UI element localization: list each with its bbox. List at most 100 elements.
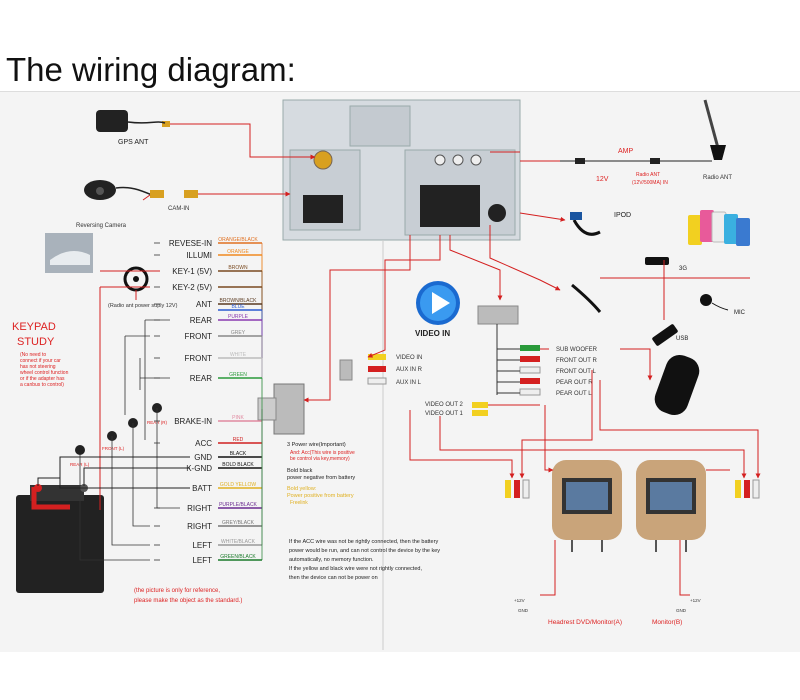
- aux-l-label: AUX IN L: [396, 380, 422, 386]
- wire-color-label: ORANGE: [227, 249, 249, 255]
- gnd-b-label: GND: [676, 608, 687, 613]
- wire-color-label: GREEN: [229, 372, 247, 378]
- wire-color-label: BROWN/BLACK: [220, 298, 258, 304]
- wire-name-label: REAR: [190, 374, 212, 383]
- amp-label: AMP: [618, 148, 634, 155]
- aux-rca-jacks-icon: [339, 354, 387, 385]
- wire-color-label: BLACK: [230, 451, 247, 457]
- video-out-2-label: VIDEO OUT 2: [425, 402, 464, 408]
- wire-color-label: ORANGE/BLACK: [218, 237, 258, 243]
- wire-color-label: GREEN/BLACK: [220, 554, 256, 560]
- mic-label: MIC: [734, 310, 746, 316]
- front-out-r-label: FRONT OUT R: [556, 358, 597, 364]
- wire-color-label: BLUE: [231, 304, 245, 310]
- wire-color-label: PURPLE/BLACK: [219, 502, 257, 508]
- gps-ant-label: GPS ANT: [118, 139, 149, 146]
- wire-name-label: K-GND: [186, 464, 212, 473]
- radio-antenna-socket-icon: [313, 150, 333, 170]
- wire-color-label: PURPLE: [228, 314, 249, 320]
- rca-outputs-icon: [477, 305, 541, 396]
- wire-name-label: BRAKE-IN: [174, 417, 212, 426]
- wire-name-label: RIGHT: [187, 522, 212, 531]
- plus-12v-a-label: +12V: [514, 598, 525, 603]
- keypad-wire-lines: [99, 270, 160, 510]
- wire-color-label: GOLD YELLOW: [220, 482, 257, 488]
- picture-note: (the picture is only for reference, plea…: [134, 588, 242, 604]
- acc-note-1: And: Acc(This wire is positive: [290, 450, 355, 456]
- subwoofer-icon: [654, 354, 700, 416]
- bold-black-note-2: power negative from battery: [287, 475, 355, 481]
- front-out-l-label: FRONT OUT L: [556, 369, 596, 375]
- usb-label: USB: [676, 336, 688, 342]
- wire-harness-connector-icon: [257, 383, 305, 435]
- ipod-cable-icon: [570, 212, 601, 236]
- wire-name-label: GND: [194, 453, 212, 462]
- monitor-rca-jacks-icon: [505, 479, 760, 499]
- front-l-small-label: FRONT (L): [102, 446, 125, 451]
- battery-wire-lines: [37, 456, 190, 489]
- connection-lines: [142, 123, 761, 596]
- ipod-devices-icon: [688, 210, 750, 246]
- power-wire-note: 3 Power wire(Important): [287, 442, 346, 448]
- battery-icon: [16, 484, 104, 593]
- head-unit-back-panel: [282, 99, 521, 241]
- headrest-monitor-b-icon: [636, 460, 706, 552]
- usb-socket-icon: [488, 204, 506, 222]
- 3g-label: 3G: [679, 266, 687, 272]
- usb-cable-icon: [571, 283, 602, 313]
- wire-name-label: REAR: [190, 316, 212, 325]
- wire-name-label: ANT: [196, 300, 212, 309]
- sub-woofer-label: SUB WOOFER: [556, 347, 598, 353]
- wire-name-label: ACC: [195, 439, 212, 448]
- gps-antenna-icon: [96, 110, 170, 132]
- 12v-label: 12V: [596, 176, 609, 183]
- study-label: STUDY: [17, 336, 55, 348]
- radio-antenna-icon: [703, 99, 726, 160]
- usb-stick-icon: [652, 324, 678, 346]
- radio-ant-label: Radio ANT: [703, 175, 732, 181]
- video-out-jacks-icon: [472, 402, 488, 416]
- bold-yellow-note-3: Freelink: [290, 500, 308, 506]
- wire-name-label: ILLUMI: [186, 251, 212, 260]
- ipod-label: IPOD: [614, 212, 631, 219]
- bold-yellow-note-1: Bold yellow:: [287, 486, 317, 492]
- wire-name-label: FRONT: [184, 354, 212, 363]
- aux-harness-socket-icon: [420, 185, 480, 227]
- pear-out-r-label: PEAR OUT R: [556, 380, 593, 386]
- wire-color-label: BOLD BLACK: [222, 462, 254, 468]
- main-harness-socket-icon: [303, 195, 343, 223]
- video-in-jack-label: VIDEO IN: [396, 355, 422, 361]
- wire-name-label: KEY-2 (5V): [172, 283, 212, 292]
- wire-name-label: BATT: [192, 484, 212, 493]
- video-out-1-label: VIDEO OUT 1: [425, 411, 464, 417]
- wire-color-label: WHITE: [230, 352, 247, 358]
- headrest-a-label: Headrest DVD/Monitor(A): [548, 619, 622, 626]
- video-play-icon: [416, 281, 460, 325]
- keypad-note: (No need to connect if your car has not …: [20, 352, 70, 388]
- wire-color-label: GREY/BLACK: [222, 520, 255, 526]
- acc-note-2: be control via key,memory): [290, 456, 350, 462]
- car-photo: [45, 233, 93, 273]
- 3g-dongle-icon: [645, 257, 669, 265]
- monitor-b-label: Monitor(B): [652, 619, 682, 626]
- wire-name-label: RIGHT: [187, 504, 212, 513]
- aux-r-label: AUX IN R: [396, 367, 423, 373]
- wire-color-label: PINK: [232, 415, 244, 421]
- gnd-a-label: GND: [518, 608, 529, 613]
- wire-color-label: WHITE/BLACK: [221, 539, 256, 545]
- page-title: The wiring diagram:: [6, 51, 296, 88]
- bold-black-note-1: Bold black: [287, 468, 313, 474]
- acc-warning-note: If the ACC wire was not be rightly conne…: [289, 539, 442, 581]
- wire-name-label: LEFT: [192, 541, 212, 550]
- pear-out-l-label: PEAR OUT L: [556, 391, 592, 397]
- wire-color-label: GREY: [231, 330, 246, 336]
- wire-name-label: FRONT: [184, 332, 212, 341]
- radio-ant-amp-label: Radio ANT: [636, 172, 660, 178]
- video-in-heading: VIDEO IN: [415, 329, 450, 338]
- radio-ant-amp-spec: (12V/500MA) IN: [632, 180, 668, 186]
- reversing-camera-icon: [84, 180, 116, 200]
- wire-name-label: KEY-1 (5V): [172, 267, 212, 276]
- wire-name-label: LEFT: [192, 556, 212, 565]
- bold-yellow-note-2: Power positive from battery: [287, 493, 354, 499]
